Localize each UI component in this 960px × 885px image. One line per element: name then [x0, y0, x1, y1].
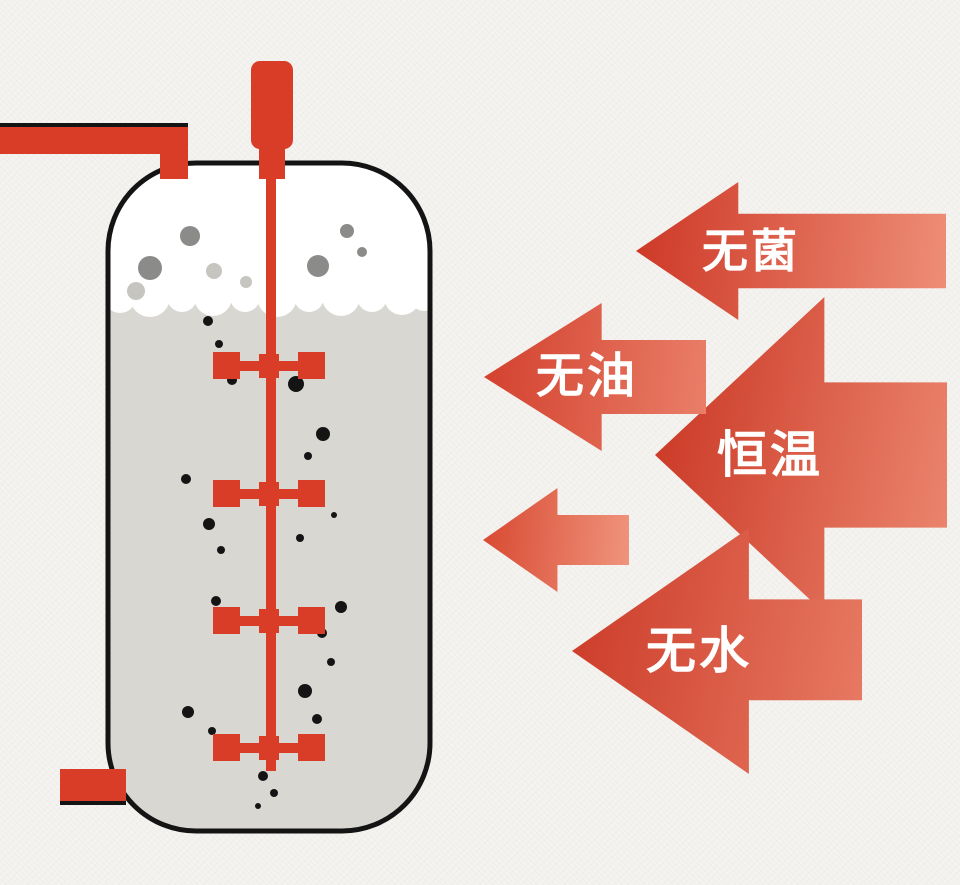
impeller — [213, 607, 325, 634]
agitator-shaft — [266, 147, 276, 771]
arrow-sterile: 无菌 — [636, 182, 946, 320]
arrow-label: 无水 — [646, 623, 752, 679]
arrow-small — [483, 488, 629, 592]
arrow-label: 无菌 — [702, 225, 800, 277]
arrow-label: 恒温 — [717, 427, 823, 483]
agitator — [213, 61, 325, 771]
arrow-left-icon — [483, 488, 629, 592]
top-inlet-pipe — [0, 123, 188, 179]
impeller — [213, 480, 325, 507]
black-bubbles — [181, 316, 347, 809]
arrow-water-free: 无水 — [572, 528, 862, 774]
impeller — [213, 734, 325, 761]
arrow-label: 无油 — [536, 350, 639, 403]
bottom-outlet-pipe — [60, 769, 126, 805]
agitator-motor — [251, 61, 293, 149]
gray-bubbles — [127, 224, 367, 300]
arrow-oil-free: 无油 — [484, 303, 706, 451]
impeller — [213, 352, 325, 379]
